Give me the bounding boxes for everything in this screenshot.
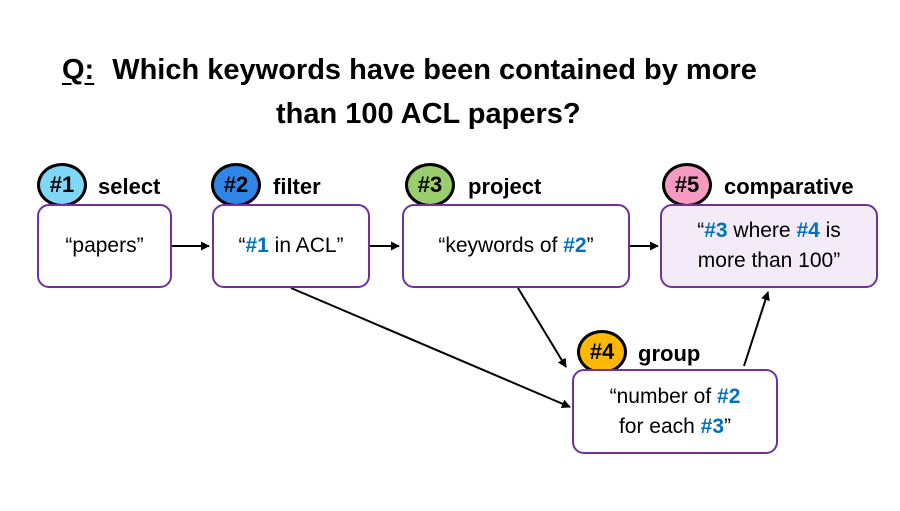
step-4-ref-2: #3	[700, 414, 725, 438]
question-prefix: Q:	[62, 54, 95, 86]
step-5-operator: comparative	[724, 174, 854, 199]
step-5-box: “#3 where #4 is more than 100”	[660, 204, 878, 288]
step-4-text: “number of #2 for each #3”	[610, 382, 741, 442]
step-4-text-mid: for each	[618, 414, 701, 438]
step-4-line-2: for each #3”	[619, 415, 731, 438]
edge-2-to-4	[290, 287, 571, 408]
step-1-operator: select	[98, 174, 161, 199]
step-2-badge: #2	[211, 163, 261, 207]
step-3-box: “keywords of #2”	[402, 204, 630, 288]
step-3-text-tail: ”	[586, 234, 594, 257]
step-1-text: “papers”	[65, 234, 144, 257]
step-2-open-quote: “	[238, 234, 246, 257]
step-5-badge: #5	[662, 163, 712, 207]
step-4-line-1: “number of #2	[610, 385, 741, 408]
step-2-box: “#1 in ACL”	[212, 204, 370, 288]
step-2-ref-1: #1	[245, 234, 269, 257]
step-3-text-head: “keywords of	[438, 234, 564, 257]
step-3-operator: project	[468, 174, 542, 199]
step-2-text: “#1 in ACL”	[238, 231, 343, 261]
step-3-text: “keywords of #2”	[438, 231, 593, 261]
step-4-ref-1: #2	[717, 384, 741, 408]
step-4-box: “number of #2 for each #3”	[572, 369, 778, 454]
question-line-1: Q: Which keywords have been contained by …	[62, 48, 757, 92]
step-3-badge: #3	[405, 163, 455, 207]
edge-3-to-4	[517, 287, 567, 368]
question-text-1: Which keywords have been contained by mo…	[112, 54, 757, 86]
step-1-box: “papers”	[37, 204, 172, 288]
step-5-line-2: more than 100”	[697, 249, 841, 272]
step-5-open-quote: “	[697, 219, 705, 242]
step-4-operator: group	[638, 341, 701, 366]
step-3-ref-1: #2	[563, 234, 587, 257]
question-line-2: than 100 ACL papers?	[276, 98, 581, 130]
step-5-line-1: “#3 where #4 is	[697, 219, 841, 242]
edge-4-to-5	[743, 291, 770, 367]
step-4-text-head: “number of	[609, 384, 718, 408]
step-5-text-mid: where	[727, 219, 797, 242]
step-2-operator: filter	[273, 174, 321, 199]
step-5-ref-2: #4	[796, 219, 820, 242]
step-1-badge: #1	[37, 163, 87, 207]
step-2-text-tail: in ACL”	[268, 234, 344, 257]
step-5-text-is: is	[819, 219, 841, 242]
step-4-badge: #4	[577, 330, 627, 374]
step-5-ref-1: #3	[704, 219, 728, 242]
step-5-text: “#3 where #4 is more than 100”	[697, 216, 841, 276]
step-4-text-tail: ”	[724, 414, 732, 438]
